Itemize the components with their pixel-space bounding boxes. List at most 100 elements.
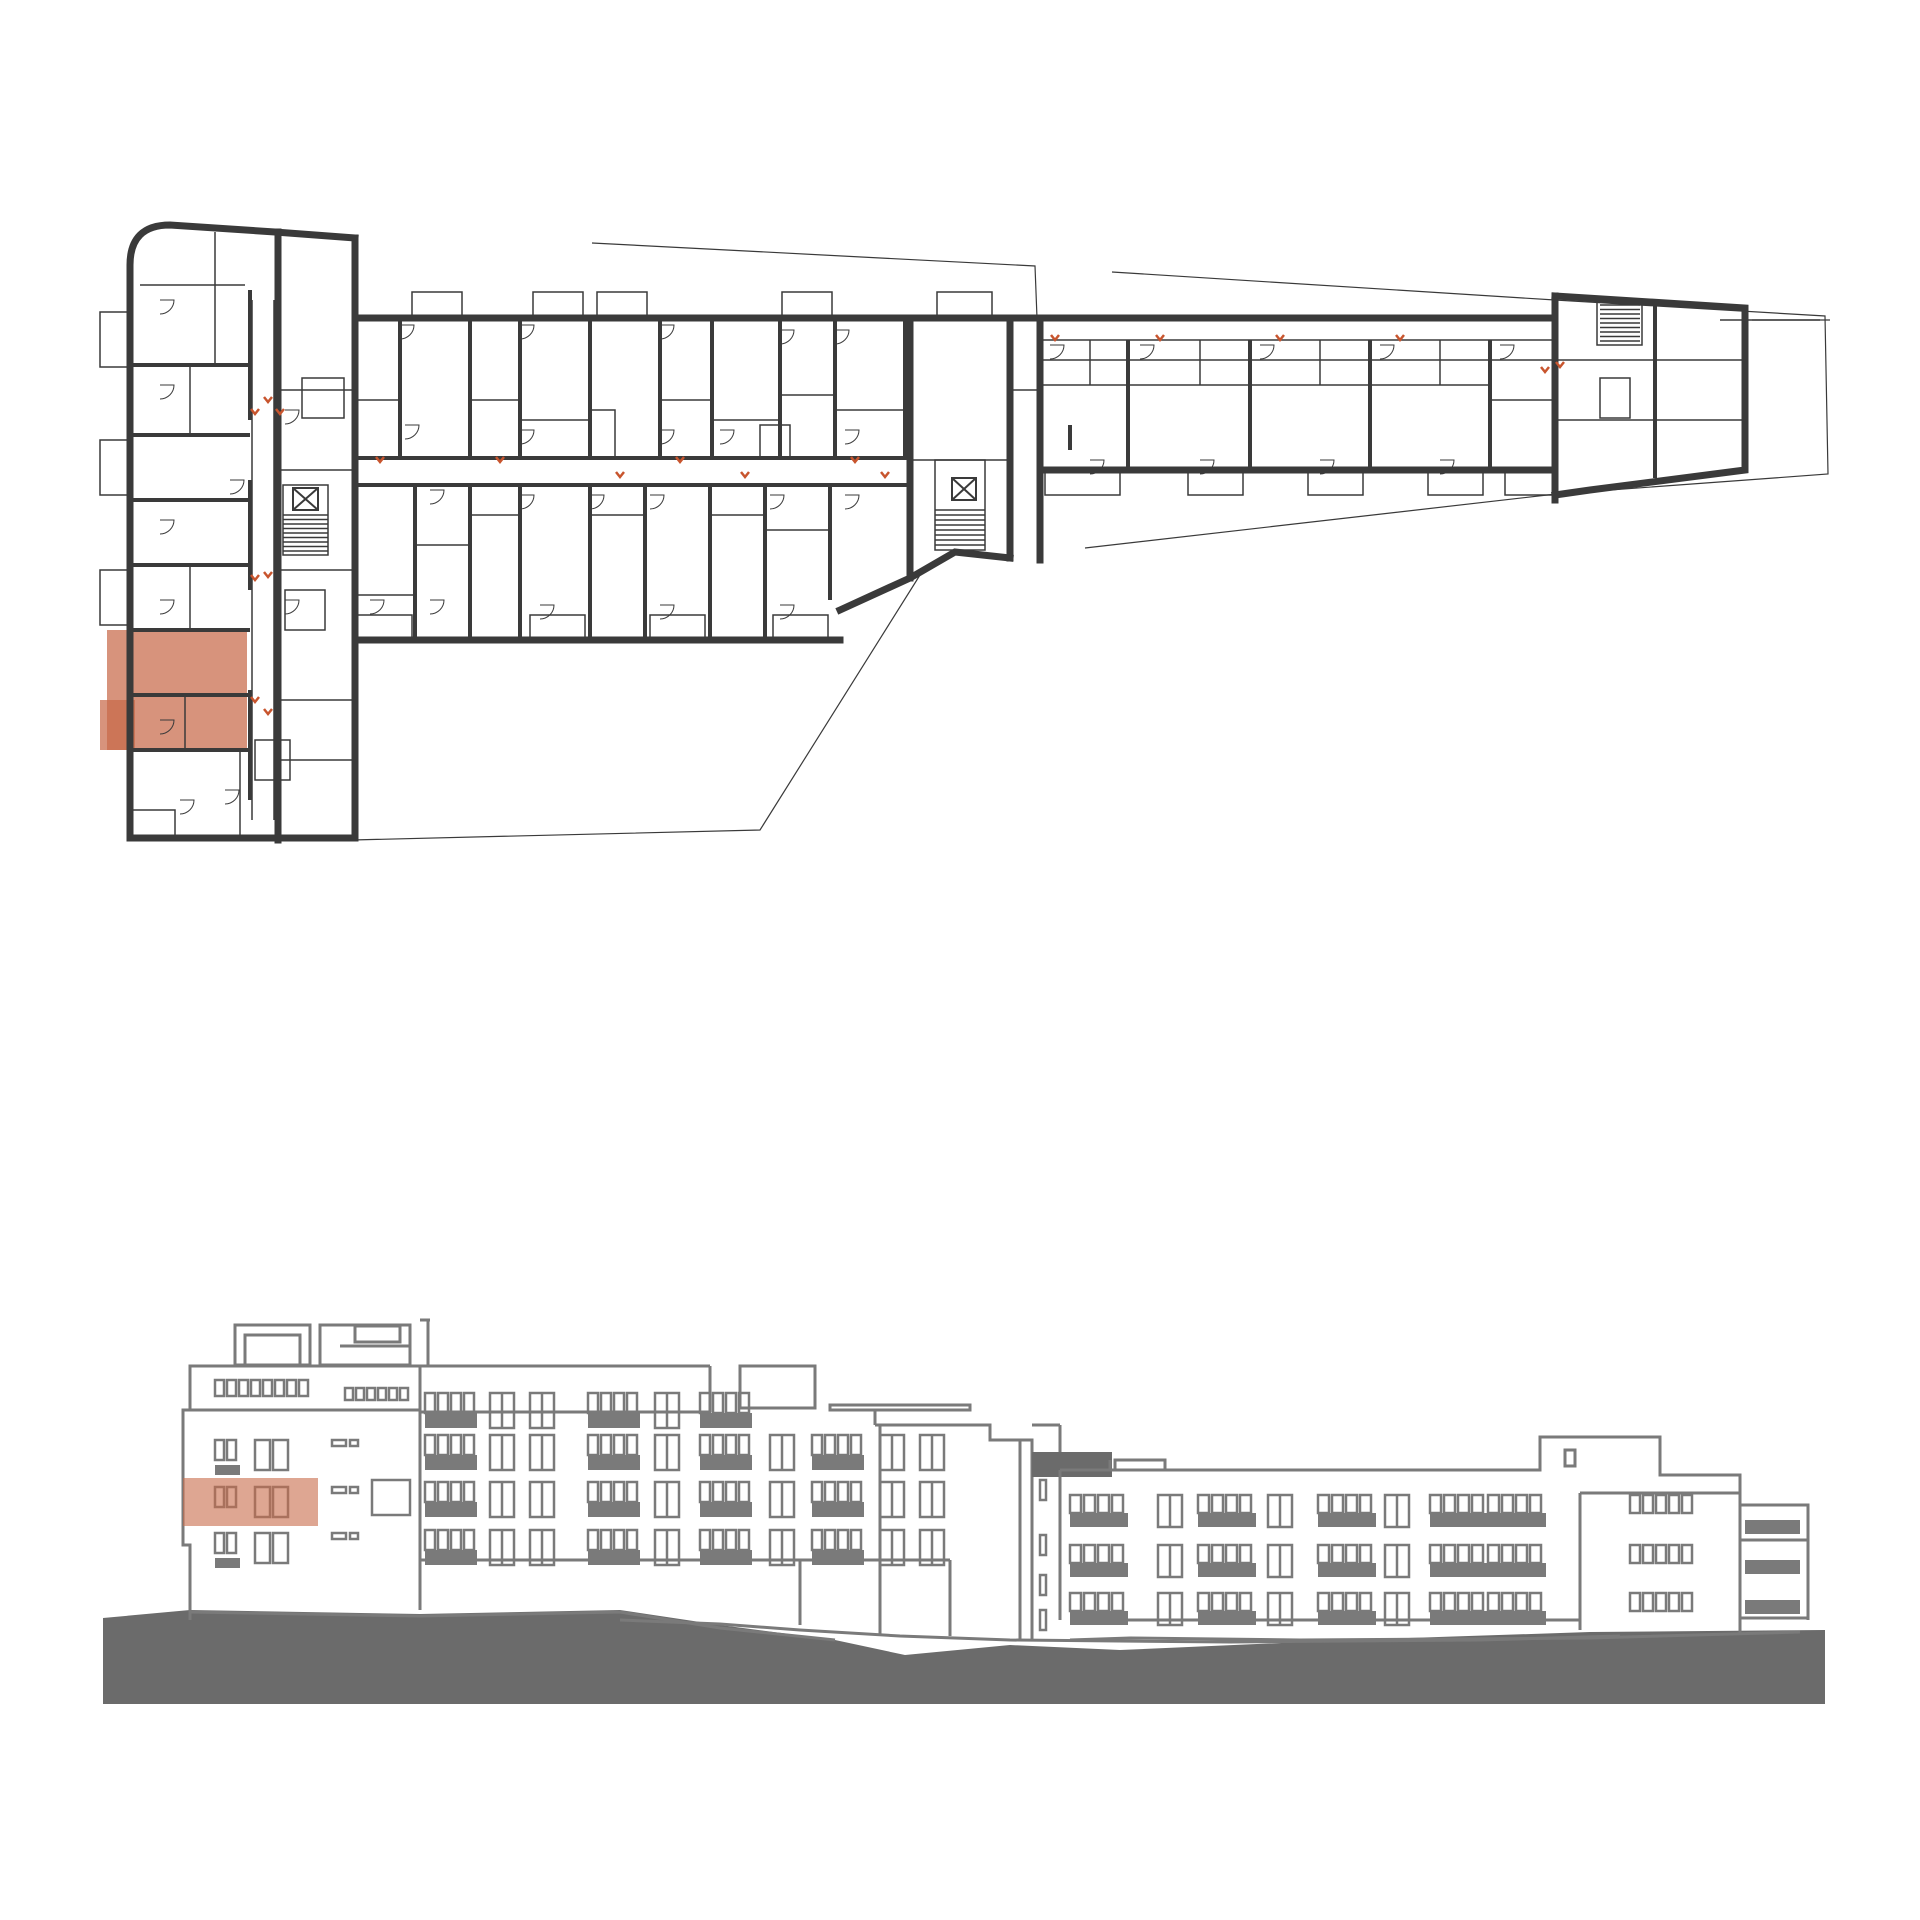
elevation-window <box>1456 1493 1471 1515</box>
elevation-window <box>612 1433 626 1457</box>
elevation-window <box>273 1378 286 1398</box>
balcony-railing <box>425 1550 477 1565</box>
elevation-window <box>1330 1493 1345 1515</box>
elevation-window <box>436 1528 450 1552</box>
elevation-window <box>398 1386 410 1402</box>
balcony-railing <box>1430 1611 1488 1625</box>
door-swing <box>834 329 850 345</box>
door-swing <box>649 494 665 510</box>
elevation-window <box>462 1480 476 1504</box>
elevation-window <box>810 1433 824 1457</box>
door-swing <box>224 789 240 805</box>
elevation-window <box>612 1391 626 1415</box>
elevation-window <box>1110 1493 1125 1515</box>
selected-apartment[interactable] <box>100 630 247 750</box>
elevation-window <box>810 1480 824 1504</box>
elevation-window <box>1068 1493 1083 1515</box>
elevation-window <box>1470 1543 1485 1565</box>
balcony-railing <box>215 1558 240 1568</box>
balcony-railing <box>812 1455 864 1470</box>
balcony-railing <box>425 1455 477 1470</box>
west-stair <box>283 514 328 552</box>
elevation-window <box>1358 1543 1373 1565</box>
door-swing <box>1049 344 1065 360</box>
elevation-window <box>423 1391 437 1415</box>
elevation-window <box>225 1531 238 1555</box>
elevation-window <box>612 1480 626 1504</box>
entry-marker <box>880 471 890 480</box>
entry-marker <box>250 574 260 583</box>
balcony-railing <box>1198 1513 1256 1527</box>
elevation-window <box>810 1528 824 1552</box>
balcony-railing <box>425 1502 477 1517</box>
elevation-window <box>1486 1591 1501 1613</box>
door-swing <box>779 329 795 345</box>
elevation-window <box>1654 1543 1668 1565</box>
elevation-window <box>711 1528 725 1552</box>
elevation-window <box>423 1433 437 1457</box>
elevation-window <box>711 1433 725 1457</box>
elevation-window <box>1224 1591 1239 1613</box>
elevation-window <box>1358 1493 1373 1515</box>
elevation-window <box>249 1378 262 1398</box>
selected-apartment-elevation[interactable] <box>183 1478 318 1526</box>
elevation-window <box>1628 1591 1642 1613</box>
entry-marker <box>1050 334 1060 343</box>
elevation-window <box>1470 1591 1485 1613</box>
elevation-window <box>1442 1591 1457 1613</box>
elevation-window <box>1038 1608 1048 1632</box>
elevation-window <box>225 1378 238 1398</box>
balcony-railing <box>1198 1611 1256 1625</box>
elevation-window <box>1628 1493 1642 1515</box>
elevation-window <box>1330 1543 1345 1565</box>
door-swing <box>284 409 300 425</box>
elevation-window <box>387 1386 399 1402</box>
elevation-window <box>1654 1493 1668 1515</box>
elevation-window <box>370 1478 412 1517</box>
elevation-window <box>213 1378 226 1398</box>
elevation-window <box>698 1528 712 1552</box>
door-swing <box>779 604 795 620</box>
south-elevation <box>103 1318 1825 1704</box>
elevation-window <box>586 1528 600 1552</box>
elevation-window <box>354 1386 366 1402</box>
elevation-window <box>1316 1591 1331 1613</box>
elevation-window <box>1641 1493 1655 1515</box>
elevation-window <box>449 1480 463 1504</box>
balcony-railing <box>1488 1513 1546 1527</box>
balcony-railing <box>1070 1563 1128 1577</box>
elevation-window <box>1068 1543 1083 1565</box>
door-swing <box>159 599 175 615</box>
door-swing <box>769 494 785 510</box>
balcony-railing <box>812 1550 864 1565</box>
entry-marker <box>263 396 273 405</box>
door-swings <box>159 299 1515 815</box>
elevation-window <box>225 1438 238 1462</box>
elevation-window <box>599 1433 613 1457</box>
elevation-window <box>625 1391 639 1415</box>
elevation-window <box>1680 1493 1694 1515</box>
elevation-window <box>599 1528 613 1552</box>
ground-fill <box>103 1610 1825 1704</box>
balcony-railing <box>1745 1520 1800 1534</box>
entry-marker <box>615 471 625 480</box>
elevation-window <box>1110 1543 1125 1565</box>
entry-marker <box>1155 334 1165 343</box>
elevation-window <box>1238 1543 1253 1565</box>
balcony-railing <box>1318 1611 1376 1625</box>
balcony-railing <box>588 1550 640 1565</box>
elevation-window <box>213 1531 226 1555</box>
elevation-window <box>1068 1591 1083 1613</box>
door-swing <box>404 424 420 440</box>
elevation-window <box>599 1391 613 1415</box>
elevation-window <box>297 1378 310 1398</box>
elevation-window <box>599 1480 613 1504</box>
elevation-window <box>348 1485 360 1495</box>
door-swing <box>1199 459 1215 475</box>
elevation-window <box>586 1433 600 1457</box>
elevation-window <box>698 1433 712 1457</box>
elevation-window <box>1224 1543 1239 1565</box>
balcony-railing <box>588 1413 640 1428</box>
balcony-railing <box>588 1455 640 1470</box>
